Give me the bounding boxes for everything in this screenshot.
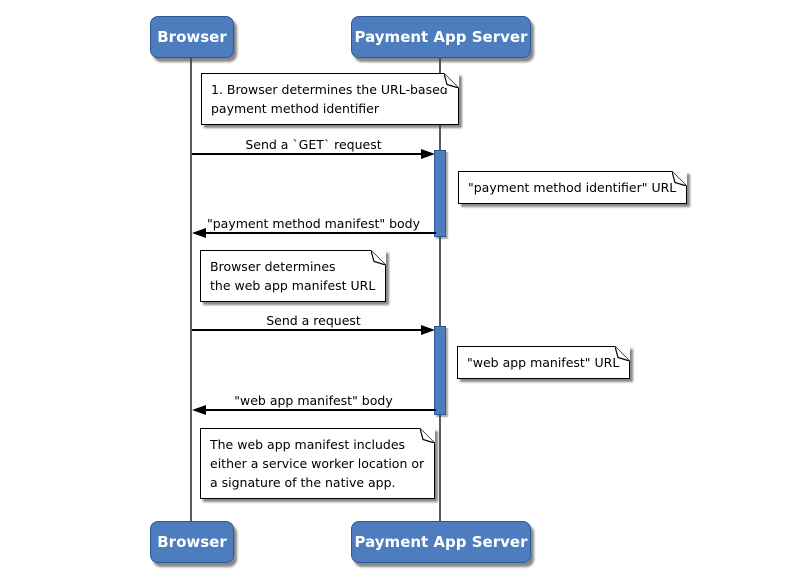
arrowhead-right-icon xyxy=(421,149,435,159)
note-fold-icon xyxy=(615,346,631,361)
actor-payment-app-server-bottom: Payment App Server xyxy=(351,521,531,563)
note-fold-icon xyxy=(371,250,387,265)
message-send-request-line xyxy=(192,329,430,331)
note-line: "web app manifest" URL xyxy=(467,355,620,370)
note-web-app-manifest-contents: The web app manifest includes either a s… xyxy=(200,428,436,499)
note-fold-icon xyxy=(672,171,688,186)
message-pmm-body-label: "payment method manifest" body xyxy=(206,216,421,231)
note-browser-determines-identifier: 1. Browser determines the URL-based paym… xyxy=(201,73,459,125)
note-line: The web app manifest includes xyxy=(210,437,406,452)
actor-browser-label: Browser xyxy=(157,28,227,46)
message-get-request-line xyxy=(192,153,430,155)
note-line: a signature of the native app. xyxy=(210,475,396,490)
actor-browser-bottom: Browser xyxy=(150,521,234,563)
activation-bar-server-1 xyxy=(434,150,446,237)
note-line: Browser determines xyxy=(210,259,336,274)
arrowhead-left-icon xyxy=(192,228,206,238)
note-payment-method-identifier-url: "payment method identifier" URL xyxy=(458,171,688,204)
note-line: 1. Browser determines the URL-based xyxy=(211,82,448,97)
actor-server-label: Payment App Server xyxy=(354,533,528,551)
note-browser-determines-manifest-url: Browser determines the web app manifest … xyxy=(200,250,387,302)
note-web-app-manifest-url: "web app manifest" URL xyxy=(457,346,631,379)
message-send-request-label: Send a request xyxy=(266,313,361,328)
arrowhead-right-icon xyxy=(421,325,435,335)
message-wam-body-line xyxy=(198,409,436,411)
note-line: payment method identifier xyxy=(211,101,379,116)
message-get-request-label: Send a `GET` request xyxy=(245,137,382,152)
message-pmm-body-line xyxy=(198,232,436,234)
actor-server-label: Payment App Server xyxy=(354,28,528,46)
note-line: the web app manifest URL xyxy=(210,278,376,293)
actor-browser-label: Browser xyxy=(157,533,227,551)
note-line: "payment method identifier" URL xyxy=(468,180,677,195)
note-fold-icon xyxy=(443,73,459,88)
actor-browser-top: Browser xyxy=(150,16,234,58)
lifeline-browser xyxy=(190,58,192,521)
message-wam-body-label: "web app manifest" body xyxy=(234,393,393,408)
lifeline-server xyxy=(439,58,441,521)
arrowhead-left-icon xyxy=(192,405,206,415)
activation-bar-server-2 xyxy=(434,326,446,415)
actor-payment-app-server-top: Payment App Server xyxy=(351,16,531,58)
note-fold-icon xyxy=(420,428,436,443)
note-line: either a service worker location or xyxy=(210,456,425,471)
